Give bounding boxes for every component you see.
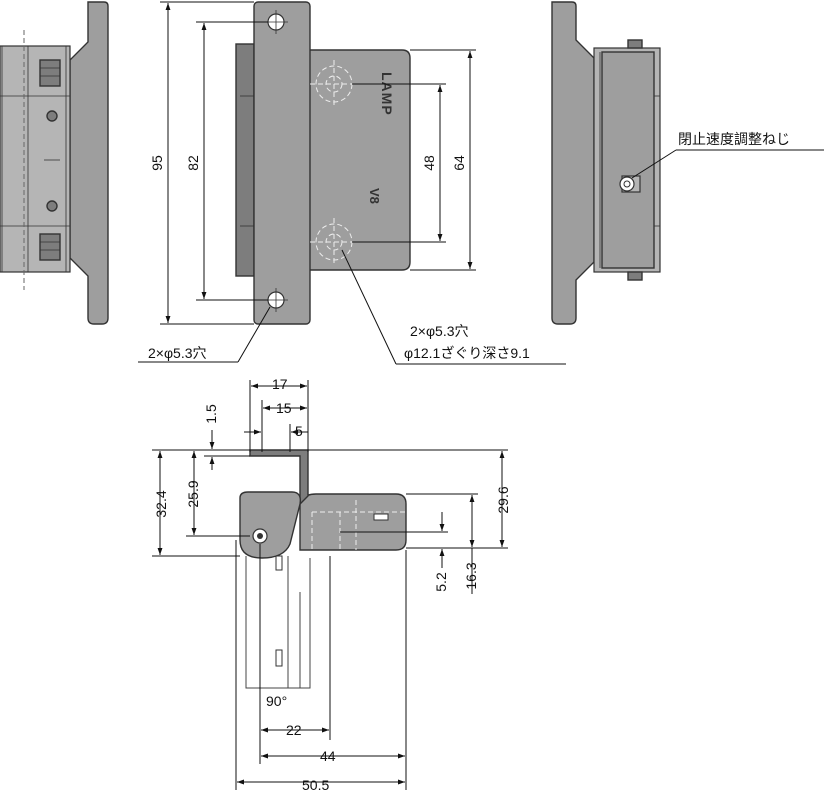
model-mark: V8	[367, 188, 382, 204]
dim-29-6: 29.6	[495, 486, 511, 513]
dim-counterbore-pitch: 48	[421, 155, 437, 171]
dim-44: 44	[320, 748, 336, 764]
dim-17: 17	[272, 376, 288, 392]
dim-50-5: 50.5	[302, 777, 329, 793]
note-speed-screw: 閉止速度調整ねじ	[678, 131, 790, 147]
dim-angle: 90°	[266, 693, 287, 709]
note-body-holes-line1: 2×φ5.3穴	[410, 323, 469, 339]
dim-5-2: 5.2	[433, 572, 449, 592]
dim-height-total: 95	[149, 155, 165, 171]
dim-22: 22	[286, 722, 302, 738]
dim-32-4: 32.4	[153, 490, 169, 517]
dim-16-3: 16.3	[463, 562, 479, 589]
dim-5: 5	[295, 423, 303, 439]
left-side-view	[0, 1, 109, 325]
note-body-holes-line2: φ12.1ざぐり深さ9.1	[404, 345, 530, 361]
front-view: LAMP V8 95 82 48 64 2×φ5.3穴 2×φ5.3穴 φ12.…	[138, 1, 566, 365]
speed-screw-icon	[619, 175, 641, 193]
dim-25-9: 25.9	[185, 480, 201, 507]
bottom-view: 17 15 5 1.5 32.4 25.9 29.6 16.3 5.2 90°	[152, 376, 511, 793]
dim-15: 15	[276, 400, 292, 416]
dim-hole-pitch: 82	[185, 155, 201, 171]
note-mount-holes: 2×φ5.3穴	[148, 345, 207, 361]
right-side-view: 閉止速度調整ねじ	[551, 1, 824, 325]
dim-1-5: 1.5	[203, 404, 219, 424]
dim-body-height: 64	[451, 155, 467, 171]
brand-mark: LAMP	[379, 72, 395, 116]
